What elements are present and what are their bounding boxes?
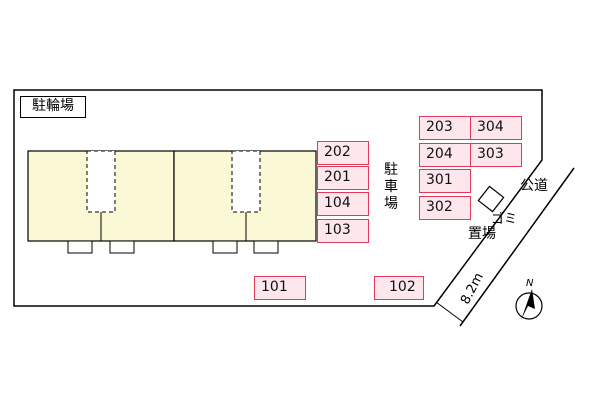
stairwell-west xyxy=(86,150,116,213)
public-road-label: 公道 xyxy=(520,178,548,194)
entrance-step xyxy=(253,240,279,254)
parking-space-201: 201 xyxy=(317,166,369,190)
garbage-label-top: ゴミ xyxy=(491,212,518,227)
parking-space-204: 204 xyxy=(419,143,471,167)
entrance-step xyxy=(212,240,238,254)
garbage-label-bottom: 置場 xyxy=(468,226,496,242)
parking-space-102: 102 xyxy=(374,276,424,300)
parking-space-104: 104 xyxy=(317,192,369,216)
stairwell-east xyxy=(231,150,261,213)
parking-space-203: 203 xyxy=(419,116,471,140)
parking-space-304: 304 xyxy=(470,116,522,140)
parking-space-302: 302 xyxy=(419,196,471,220)
north-label: N xyxy=(526,278,534,289)
parking-lot-label: 駐 車 場 xyxy=(384,162,398,212)
parking-space-303: 303 xyxy=(470,143,522,167)
parking-space-103: 103 xyxy=(317,219,369,243)
dimension-line xyxy=(435,301,464,323)
road-edge xyxy=(459,167,575,327)
parking-space-202: 202 xyxy=(317,141,369,165)
entrance-step xyxy=(109,240,135,254)
parking-space-301: 301 xyxy=(419,169,471,193)
north-arrow-icon xyxy=(521,289,535,320)
bicycle-parking-label: 駐輪場 xyxy=(20,96,86,118)
entrance-step xyxy=(67,240,93,254)
garbage-station xyxy=(477,185,505,213)
parking-space-101: 101 xyxy=(254,276,306,300)
